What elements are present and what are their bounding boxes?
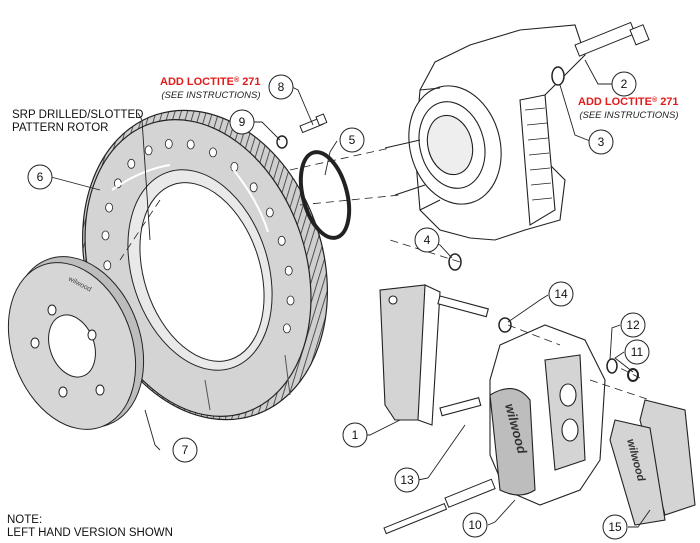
- version-note: NOTE: LEFT HAND VERSION SHOWN: [7, 514, 173, 540]
- washer-12: [606, 358, 618, 374]
- callout-circle: [548, 281, 574, 307]
- callout-circle: [27, 164, 53, 190]
- callout-8: 8: [268, 74, 294, 100]
- pins-10: [383, 478, 496, 535]
- rotor-drill-hole: [286, 295, 295, 306]
- bolt-8: [299, 113, 328, 134]
- o-ring: [298, 150, 352, 240]
- callout-6: 6: [27, 164, 53, 190]
- callout-number: 8: [278, 80, 285, 94]
- callout-2: 2: [611, 71, 637, 97]
- rotor-drill-hole: [186, 139, 195, 150]
- callout-number: 4: [424, 233, 431, 247]
- callout-15: 15: [602, 514, 628, 540]
- rotor-drill-hole: [105, 202, 113, 213]
- spindle-hub: [384, 24, 586, 241]
- callout-number: 5: [349, 133, 356, 147]
- bolt-2: [574, 21, 650, 57]
- callout-circle: [414, 227, 440, 253]
- loctite-top-reg: ®: [233, 77, 240, 84]
- nut-11: [627, 368, 639, 382]
- callout-number: 9: [239, 115, 246, 129]
- callout-circle: [462, 512, 488, 538]
- callout-number: 11: [631, 345, 644, 359]
- callout-circle: [588, 129, 614, 155]
- callout-number: 7: [182, 443, 189, 457]
- callout-number: 10: [468, 518, 482, 532]
- callout-10: 10: [462, 512, 488, 538]
- callout-number: 14: [554, 287, 568, 301]
- callout-circle: [611, 71, 637, 97]
- callout-1: 1: [342, 422, 368, 448]
- rotor-drill-hole: [277, 235, 286, 246]
- assembly-lines: [119, 147, 651, 401]
- loctite-top-number: 271: [242, 76, 261, 88]
- callout-14: 14: [548, 281, 574, 307]
- note-body: LEFT HAND VERSION SHOWN: [7, 527, 173, 539]
- loctite-right-instructions: (SEE INSTRUCTIONS): [579, 110, 679, 121]
- callout-4: 4: [414, 227, 440, 253]
- callout-circle: [268, 74, 294, 100]
- callout-11: 11: [624, 339, 650, 365]
- loctite-right-text: ADD LOCTITE: [578, 96, 652, 108]
- callout-circle: [602, 514, 628, 540]
- callout-circle: [620, 312, 646, 338]
- washer-3: [551, 66, 565, 86]
- rotor-drill-hole: [282, 323, 291, 334]
- rotor-drill-hole: [265, 207, 274, 218]
- note-heading: NOTE:: [7, 514, 43, 526]
- caliper-bracket: [379, 284, 489, 426]
- callout-number: 2: [621, 77, 628, 91]
- callout-number: 3: [598, 135, 605, 149]
- rotor-label: SRP DRILLED/SLOTTED PATTERN ROTOR: [12, 109, 143, 135]
- callout-circle: [172, 437, 198, 463]
- callout-circle: [229, 109, 255, 135]
- callout-12: 12: [620, 312, 646, 338]
- loctite-right-number: 271: [660, 96, 679, 108]
- washer-14: [498, 317, 512, 333]
- rotor-drill-hole: [249, 182, 258, 193]
- callout-circle: [342, 422, 368, 448]
- rotor-hat: wilwood: [7, 256, 145, 430]
- callout-circle: [394, 467, 420, 493]
- callout-number: 15: [608, 520, 622, 534]
- brake-pads: wilwood: [609, 399, 696, 526]
- callout-number: 13: [400, 473, 414, 487]
- rotor-drill-hole: [103, 260, 112, 271]
- loctite-top-text: ADD LOCTITE: [160, 76, 234, 88]
- callout-13: 13: [394, 467, 420, 493]
- leader-lines: [50, 59, 651, 528]
- callout-number: 1: [352, 428, 359, 442]
- caliper: wilwood: [489, 324, 606, 506]
- callout-7: 7: [172, 437, 198, 463]
- loctite-right-reg: ®: [651, 97, 658, 104]
- callout-circle: [624, 339, 650, 365]
- loctite-note-top: ADD LOCTITE® 271 (SEE INSTRUCTIONS): [160, 76, 261, 102]
- rotor-drill-hole: [209, 147, 217, 158]
- loctite-top-instructions: (SEE INSTRUCTIONS): [161, 90, 261, 101]
- rotor-label-line2: PATTERN ROTOR: [12, 122, 109, 134]
- rotor-label-line1: SRP DRILLED/SLOTTED: [12, 109, 144, 121]
- callout-circle: [339, 127, 365, 153]
- rotor-drill-hole: [101, 230, 110, 241]
- washer-9: [276, 135, 288, 149]
- rotor-drill-hole: [284, 265, 293, 276]
- loctite-note-right: ADD LOCTITE® 271 (SEE INSTRUCTIONS): [578, 96, 679, 122]
- rotor-drill-hole: [127, 158, 136, 169]
- callout-number: 6: [37, 170, 44, 184]
- rotor-drill-hole: [144, 145, 153, 156]
- callout-9: 9: [229, 109, 255, 135]
- callout-number: 12: [626, 318, 640, 332]
- callout-5: 5: [339, 127, 365, 153]
- rotor-drill-hole: [164, 138, 173, 149]
- callout-3: 3: [588, 129, 614, 155]
